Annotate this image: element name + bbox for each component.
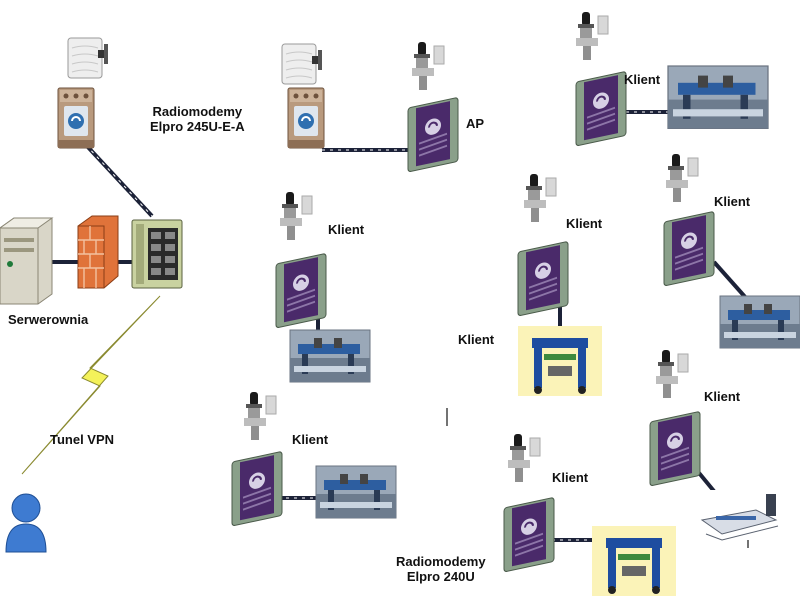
klient-label-6: Klient: [552, 470, 589, 485]
omni-antenna-icon: [243, 391, 277, 441]
radiomodemy-elpro-245-label: Radiomodemy Elpro 245U-E-A: [150, 104, 245, 134]
radio-modem-icon: [663, 210, 715, 287]
machine-photo-icon: [289, 329, 371, 383]
omni-antenna-icon: [279, 191, 313, 241]
cables: [52, 110, 748, 542]
radio-modem-icon: [231, 450, 283, 527]
lightning-vpn-icon: [21, 295, 161, 475]
klient-label-5: Klient: [292, 432, 329, 447]
radio-modem-icon: [275, 252, 327, 329]
omni-antenna-icon: [575, 11, 609, 61]
serwerownia-label: Serwerownia: [8, 312, 89, 327]
omni-antenna-icon: [665, 153, 699, 203]
omni-antenna-icon: [523, 173, 557, 223]
radiomodemy-top-line2: Elpro 245U-E-A: [150, 119, 245, 134]
user-icon: [5, 493, 47, 553]
klient-label-4: Klient: [714, 194, 751, 209]
klient-label-3a: Klient: [566, 216, 603, 231]
server-icon: [0, 217, 54, 305]
machine-photo-icon: [719, 295, 800, 349]
router-modem-icon: [287, 87, 325, 149]
radiomodemy-bottom-line1: Radiomodemy: [396, 554, 486, 569]
radiomodemy-elpro-240-label: Radiomodemy Elpro 240U: [396, 554, 486, 584]
radio-modem-icon: [649, 410, 701, 487]
radio-modem-icon: [407, 96, 459, 173]
panel-antenna-icon: [67, 37, 109, 79]
firewall-icon: [77, 215, 119, 289]
klient-label-3b: Klient: [458, 332, 495, 347]
machine-photo-icon: [518, 326, 602, 396]
klient-label-2: Klient: [328, 222, 365, 237]
machine-photo-icon: [667, 65, 769, 130]
radiomodemy-bottom-line2: Elpro 240U: [406, 569, 475, 584]
machine-photo-icon: [696, 490, 780, 542]
machine-photo-icon: [592, 526, 676, 596]
router-modem-icon: [57, 87, 95, 149]
klient-label-7: Klient: [704, 389, 741, 404]
radio-modem-icon: [575, 70, 627, 147]
omni-antenna-icon: [507, 433, 541, 483]
panel-antenna-icon: [281, 43, 323, 85]
radio-modem-icon: [503, 496, 555, 573]
machine-photo-icon: [315, 465, 397, 519]
switch-icon: [131, 219, 183, 289]
radio-modem-icon: [517, 240, 569, 317]
tunel-vpn-label: Tunel VPN: [50, 432, 115, 447]
cable-client4-modem-to-photo: [712, 260, 748, 300]
omni-antenna-icon: [655, 349, 689, 399]
ap-label: AP: [466, 116, 485, 131]
klient-label-1: Klient: [624, 72, 661, 87]
omni-antenna-icon: [411, 41, 445, 91]
radiomodemy-top-line1: Radiomodemy: [152, 104, 243, 119]
